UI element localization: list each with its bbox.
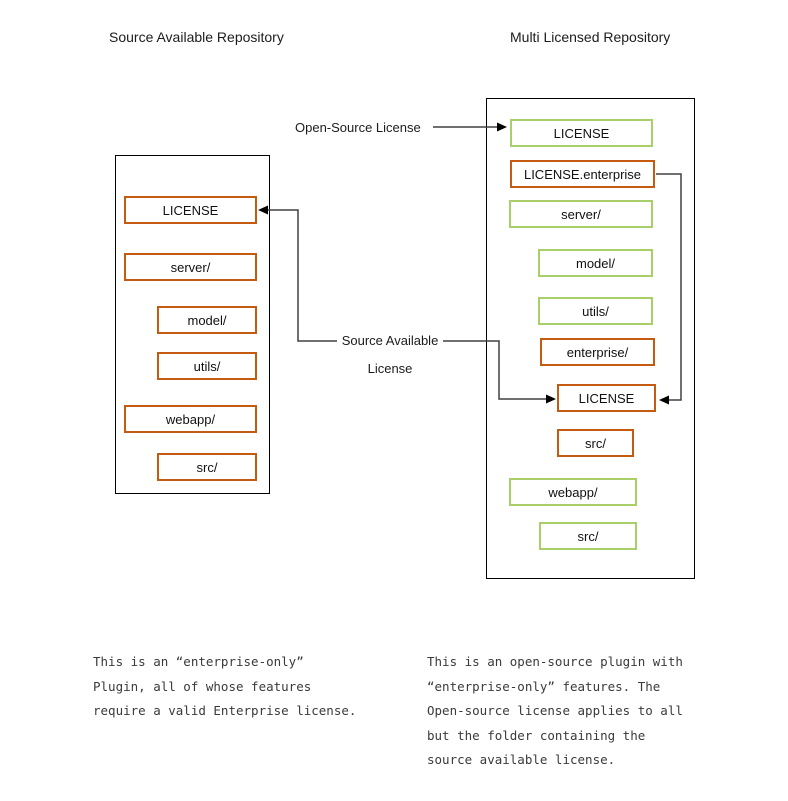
folder-box-model: model/: [538, 249, 653, 277]
folder-box-label: LICENSE: [578, 390, 635, 406]
open-source-license-label: Open-Source License: [295, 120, 421, 135]
folder-box-webapp: webapp/: [509, 478, 637, 506]
folder-box-label: src/: [577, 528, 599, 544]
folder-box-label: model/: [575, 255, 616, 271]
left-repo-title: Source Available Repository: [109, 29, 284, 45]
folder-box-license-enterprise: LICENSE.enterprise: [510, 160, 655, 188]
folder-box-label: src/: [196, 459, 218, 475]
folder-box-license: LICENSE: [510, 119, 653, 147]
folder-box-label: model/: [187, 312, 227, 328]
folder-box-src: src/: [557, 429, 634, 457]
folder-box-label: utils/: [193, 358, 221, 374]
folder-box-label: server/: [170, 259, 211, 275]
left-note: This is an “enterprise-only” Plugin, all…: [93, 650, 356, 724]
folder-box-label: src/: [585, 435, 606, 451]
folder-box-label: webapp/: [548, 484, 598, 500]
folder-box-utils: utils/: [538, 297, 653, 325]
folder-box-utils: utils/: [157, 352, 257, 380]
folder-box-label: utils/: [582, 303, 609, 319]
folder-box-model: model/: [157, 306, 257, 334]
folder-box-inner-license: LICENSE: [557, 384, 656, 412]
folder-box-server: server/: [124, 253, 257, 281]
source-available-label-line2: License: [367, 361, 413, 376]
note-line: source available license.: [427, 752, 616, 767]
note-line: Plugin, all of whose features: [93, 678, 312, 694]
note-line: This is an “enterprise-only”: [93, 654, 304, 669]
folder-box-label: enterprise/: [566, 344, 629, 360]
note-line: but the folder containing the: [427, 727, 646, 743]
folder-box-webapp: webapp/: [124, 405, 257, 433]
folder-box-label: server/: [561, 206, 601, 222]
folder-box-enterprise: enterprise/: [540, 338, 655, 366]
folder-box-src: src/: [157, 453, 257, 481]
note-line: require a valid Enterprise license.: [93, 703, 357, 718]
folder-box-label: LICENSE: [553, 125, 610, 141]
note-line: This is an open-source plugin with: [427, 654, 683, 669]
right-repo-title: Multi Licensed Repository: [510, 29, 671, 45]
folder-box-src: src/: [539, 522, 637, 550]
folder-box-label: LICENSE.enterprise: [523, 166, 642, 182]
right-note: This is an open-source plugin with “ente…: [427, 650, 683, 773]
folder-box-label: LICENSE: [162, 202, 219, 218]
folder-box-license: LICENSE: [124, 196, 257, 224]
folder-box-server: server/: [509, 200, 653, 228]
folder-box-label: webapp/: [165, 411, 216, 427]
note-line: Open-source license applies to all: [427, 703, 683, 718]
source-available-license-label: Source Available License: [325, 330, 455, 380]
note-line: “enterprise-only” features. The: [427, 678, 661, 694]
source-available-label-line1: Source Available: [336, 333, 444, 348]
